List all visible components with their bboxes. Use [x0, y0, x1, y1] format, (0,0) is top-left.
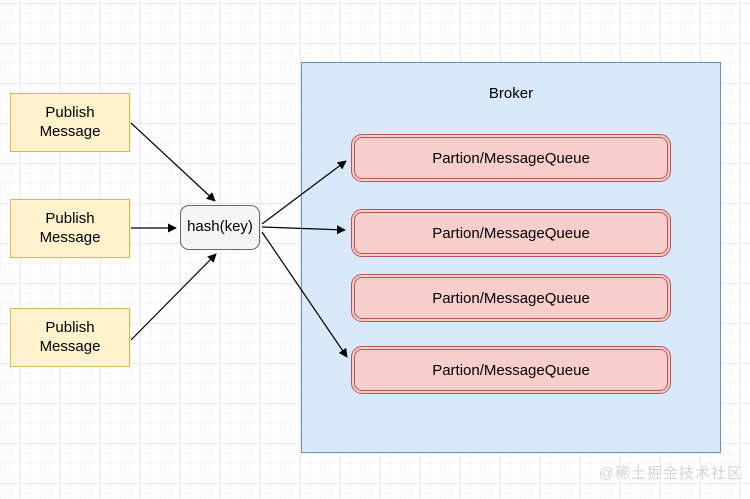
publish-message-node-3: Publish Message [10, 308, 130, 367]
broker-title: Broker [488, 85, 534, 102]
publish-message-label: Publish Message [39, 209, 101, 246]
partition-queue-3: Partion/MessageQueue [351, 274, 671, 322]
partition-queue-label: Partion/MessageQueue [432, 224, 590, 242]
broker-container: Broker Partion/MessageQueue Partion/Mess… [301, 62, 721, 453]
arrow-publisher1-to-hash [130, 122, 216, 202]
watermark-text: @稀土掘金技术社区 [598, 465, 743, 482]
partition-queue-label: Partion/MessageQueue [432, 149, 590, 167]
hash-key-node: hash(key) [180, 205, 260, 250]
arrow-publisher3-to-hash [130, 253, 217, 341]
publish-message-label: Publish Message [39, 103, 101, 140]
partition-queue-1: Partion/MessageQueue [351, 134, 671, 182]
publish-message-node-1: Publish Message [10, 93, 130, 152]
partition-queue-label: Partion/MessageQueue [432, 361, 590, 379]
partition-queue-4: Partion/MessageQueue [351, 346, 671, 394]
hash-key-label: hash(key) [187, 218, 253, 236]
publish-message-label: Publish Message [39, 318, 101, 355]
partition-queue-label: Partion/MessageQueue [432, 289, 590, 307]
partition-queue-2: Partion/MessageQueue [351, 209, 671, 257]
publish-message-node-2: Publish Message [10, 199, 130, 258]
